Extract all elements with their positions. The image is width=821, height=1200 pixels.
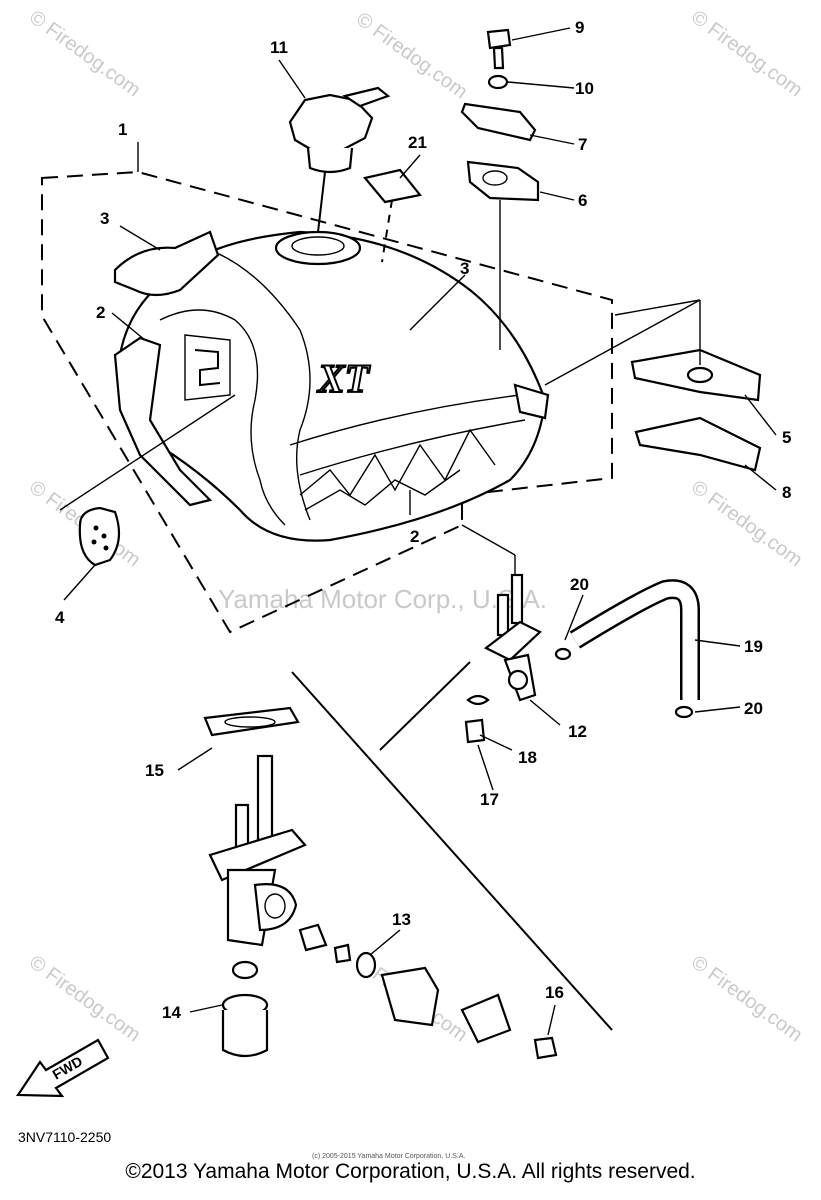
callout-15: 15 (145, 761, 164, 780)
fuel-tank: XT (113, 230, 550, 542)
callout-14: 14 (162, 1003, 181, 1022)
callout-12: 12 (568, 722, 587, 741)
callout-3: 3 (460, 259, 469, 278)
callout-2: 2 (410, 527, 419, 546)
callout-19: 19 (744, 637, 763, 656)
callout-7: 7 (578, 135, 587, 154)
watermark-site: © Firedog.com (687, 6, 806, 101)
callout-10: 10 (575, 79, 594, 98)
watermark-center: Yamaha Motor Corp., U.S.A. (218, 584, 547, 614)
callout-21: 21 (408, 133, 427, 152)
callout-20: 20 (744, 699, 763, 718)
mount-hardware (460, 28, 540, 350)
callout-20: 20 (570, 575, 589, 594)
callout-5: 5 (782, 428, 791, 447)
callout-labels: 1 2 2 3 3 4 5 6 7 8 9 10 11 12 13 14 15 … (55, 18, 791, 1022)
callout-13: 13 (392, 910, 411, 929)
watermark-site: © Firedog.com (687, 951, 806, 1046)
fuel-cap (288, 86, 391, 233)
forward-arrow: FWD (15, 1038, 110, 1098)
seat-brackets (544, 299, 762, 472)
fuel-hose-19 (554, 579, 700, 719)
callout-8: 8 (782, 483, 791, 502)
tank-emblem: XT (316, 356, 371, 401)
gasket-21 (363, 168, 422, 204)
callout-2: 2 (96, 303, 105, 322)
callout-1: 1 (118, 120, 127, 139)
leader-lines (63, 27, 777, 1036)
copyright-footer: ©2013 Yamaha Motor Corporation, U.S.A. A… (125, 1160, 696, 1183)
callout-11: 11 (270, 38, 288, 57)
small-notice: (c) 2005-2015 Yamaha Motor Corporation, … (312, 1153, 465, 1160)
callout-17: 17 (480, 790, 499, 809)
watermark-site: © Firedog.com (25, 951, 144, 1046)
callout-4: 4 (55, 608, 65, 627)
detail-leader (291, 671, 613, 1031)
fuel-cock-detail (203, 706, 558, 1060)
callout-6: 6 (578, 191, 587, 210)
fuel-cock-12 (379, 524, 542, 751)
damper-4 (59, 394, 236, 567)
callout-9: 9 (575, 18, 584, 37)
watermark-site: © Firedog.com (25, 6, 144, 101)
diagram-code: 3NV7110-2250 (18, 1129, 111, 1145)
callout-16: 16 (545, 983, 564, 1002)
callout-18: 18 (518, 748, 537, 767)
tank-assembly-outline (41, 170, 613, 634)
callout-3: 3 (100, 209, 109, 228)
